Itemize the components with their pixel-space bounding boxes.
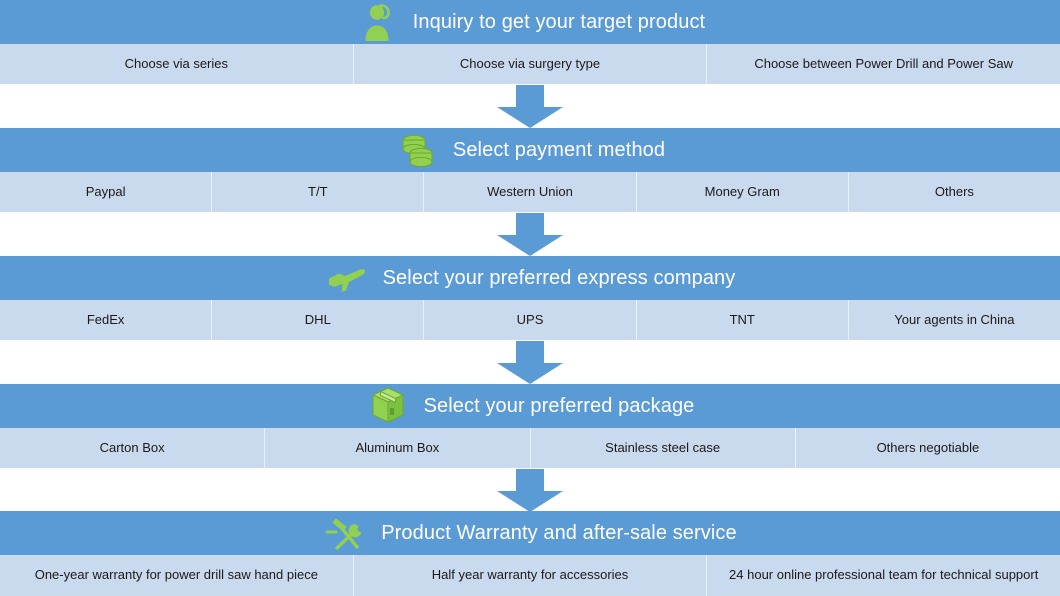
- option-cell[interactable]: One-year warranty for power drill saw ha…: [0, 555, 354, 596]
- customer-service-person-icon: [365, 4, 390, 41]
- down-arrow-icon: [497, 213, 563, 256]
- step-options-payment: Paypal T/T Western Union Money Gram Othe…: [0, 172, 1060, 212]
- step-title: Select payment method: [452, 139, 666, 161]
- arrow-step2-to-step3: [496, 213, 564, 257]
- step-block-package: Select your preferred package Carton Box…: [0, 384, 1060, 468]
- arrow-step1-to-step2: [496, 85, 564, 129]
- option-cell[interactable]: DHL: [212, 300, 425, 340]
- step-header-express: Select your preferred express company: [0, 256, 1060, 300]
- option-cell[interactable]: 24 hour online professional team for tec…: [729, 567, 1039, 583]
- step-block-payment: Select payment method Paypal T/T Western…: [0, 128, 1060, 212]
- step-block-warranty: Product Warranty and after-sale service …: [0, 511, 1060, 596]
- airplane-icon: [328, 269, 365, 292]
- arrow-step4-to-step5: [496, 469, 564, 513]
- option-cell[interactable]: Paypal: [0, 172, 213, 212]
- down-arrow-icon: [497, 85, 563, 128]
- option-cell[interactable]: Half year warranty for accessories: [354, 555, 708, 596]
- step-header-package: Select your preferred package: [0, 384, 1060, 428]
- arrow-step3-to-step4: [496, 341, 564, 385]
- step-header-inquiry: Inquiry to get your target product: [0, 0, 1060, 44]
- option-cell[interactable]: Stainless steel case: [531, 428, 796, 468]
- hammer-wrench-icon: [325, 518, 362, 550]
- step-options-inquiry: Choose via series Choose via surgery typ…: [0, 44, 1060, 84]
- option-cell[interactable]: TNT: [637, 300, 849, 340]
- option-cell[interactable]: Choose between Power Drill and Power Saw: [754, 55, 1014, 71]
- step-options-warranty: One-year warranty for power drill saw ha…: [0, 555, 1060, 596]
- step-options-express: FedEx DHL UPS TNT Your agents in China: [0, 300, 1060, 340]
- option-cell[interactable]: UPS: [424, 300, 637, 340]
- step-header-warranty: Product Warranty and after-sale service: [0, 511, 1060, 555]
- option-cell[interactable]: FedEx: [0, 300, 213, 340]
- option-cell[interactable]: Western Union: [424, 172, 637, 212]
- option-cell[interactable]: Money Gram: [637, 172, 849, 212]
- down-arrow-icon: [497, 469, 563, 512]
- step-title: Product Warranty and after-sale service: [381, 522, 737, 544]
- step-title: Inquiry to get your target product: [412, 11, 706, 33]
- step-options-package: Carton Box Aluminum Box Stainless steel …: [0, 428, 1060, 468]
- option-cell[interactable]: Carton Box: [0, 428, 266, 468]
- option-cell[interactable]: Your agents in China: [894, 311, 1015, 327]
- option-cell[interactable]: Choose via series: [0, 44, 354, 84]
- step-header-payment: Select payment method: [0, 128, 1060, 172]
- option-cell[interactable]: Choose via surgery type: [354, 44, 708, 84]
- step-block-express: Select your preferred express company Fe…: [0, 256, 1060, 340]
- option-cell[interactable]: Others negotiable: [876, 439, 980, 455]
- option-cell[interactable]: Aluminum Box: [265, 428, 531, 468]
- step-title: Select your preferred package: [423, 395, 695, 417]
- package-box-icon: [372, 387, 404, 423]
- option-cell[interactable]: T/T: [212, 172, 425, 212]
- step-block-inquiry: Inquiry to get your target product Choos…: [0, 0, 1060, 84]
- down-arrow-icon: [497, 341, 563, 384]
- option-cell[interactable]: Others: [934, 183, 974, 199]
- stacked-coins-icon: [402, 134, 433, 168]
- step-title: Select your preferred express company: [382, 267, 736, 289]
